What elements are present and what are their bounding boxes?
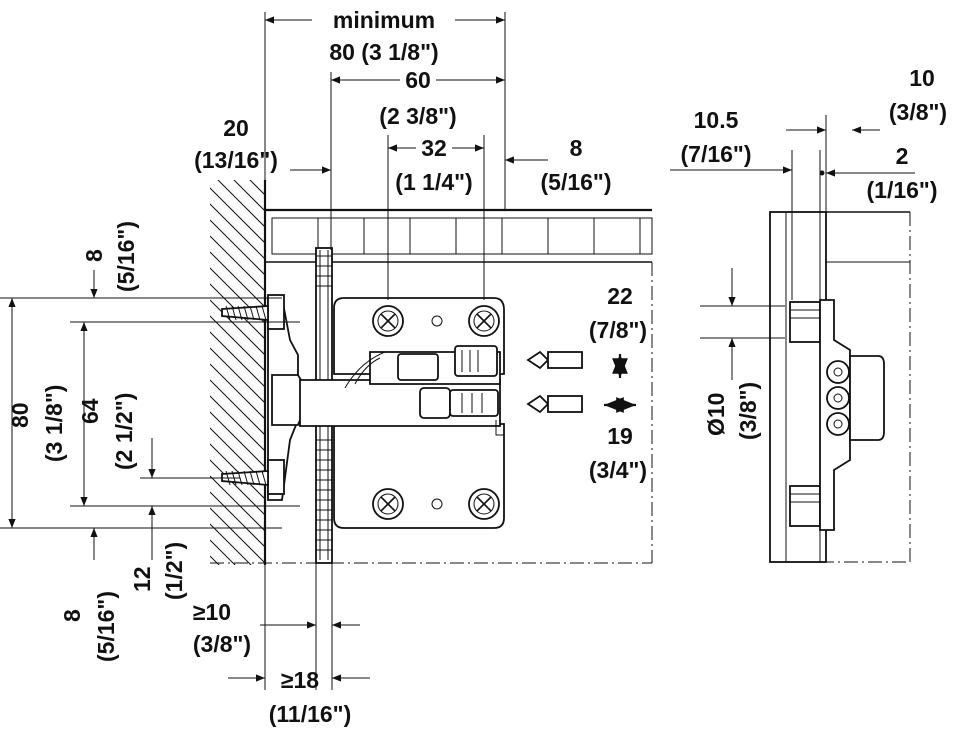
dimension-labels: minimum 80 (3 1/8") 60 (2 3/8") 32 (1 1/… (7, 7, 947, 727)
label-ge18-in: (11/16") (269, 701, 352, 727)
label-r-22: 22 (607, 283, 633, 309)
cabinet-wall (210, 180, 267, 565)
label-left-12-in: (1/2") (161, 542, 187, 600)
hinge-side-view (670, 115, 915, 563)
label-side-2: 2 (896, 143, 909, 169)
label-side-10-in: (3/8") (889, 99, 947, 125)
label-top-60-in: (2 3/8") (379, 103, 456, 129)
label-left-8-bottom-in: (5/16") (93, 591, 119, 662)
label-left-12: 12 (129, 566, 155, 592)
label-left-64-in: (2 1/2") (111, 393, 137, 470)
label-side-2-in: (1/16") (867, 177, 938, 203)
label-r-19-in: (3/4") (589, 457, 647, 483)
label-r-19: 19 (607, 423, 633, 449)
label-ge18: ≥18 (281, 667, 319, 693)
label-top-60: 60 (405, 67, 431, 93)
label-minimum: minimum (333, 7, 435, 33)
screwdriver-bit-icon (526, 350, 583, 414)
label-side-10: 10 (909, 65, 935, 91)
label-left-64: 64 (77, 398, 103, 424)
label-top-8: 8 (570, 135, 583, 161)
label-dia-10-in: (3/8") (735, 382, 761, 440)
label-left-8-top: 8 (81, 249, 107, 262)
label-left-8-bottom: 8 (59, 609, 85, 622)
dimension-lines (0, 12, 548, 690)
label-left-80: 80 (7, 402, 33, 428)
label-side-10-5: 10.5 (694, 107, 739, 133)
label-top-32-in: (1 1/4") (395, 169, 472, 195)
label-top-32: 32 (421, 135, 447, 161)
label-ge10-in: (3/8") (193, 631, 251, 657)
label-r-22-in: (7/8") (589, 317, 647, 343)
label-dia-10: Ø10 (703, 393, 729, 436)
door-panel (265, 208, 653, 263)
wood-screw-upper (221, 294, 285, 330)
label-top-20-in: (13/16") (194, 147, 278, 173)
label-ge10: ≥10 (193, 599, 231, 625)
label-left-8-top-in: (5/16") (113, 221, 139, 292)
label-top-20: 20 (223, 115, 249, 141)
label-side-10-5-in: (7/16") (681, 141, 752, 167)
label-top-8-in: (5/16") (541, 169, 612, 195)
hinge-front-view (221, 247, 505, 564)
label-top-80: 80 (3 1/8") (329, 39, 438, 65)
label-left-80-in: (3 1/8") (41, 385, 67, 462)
